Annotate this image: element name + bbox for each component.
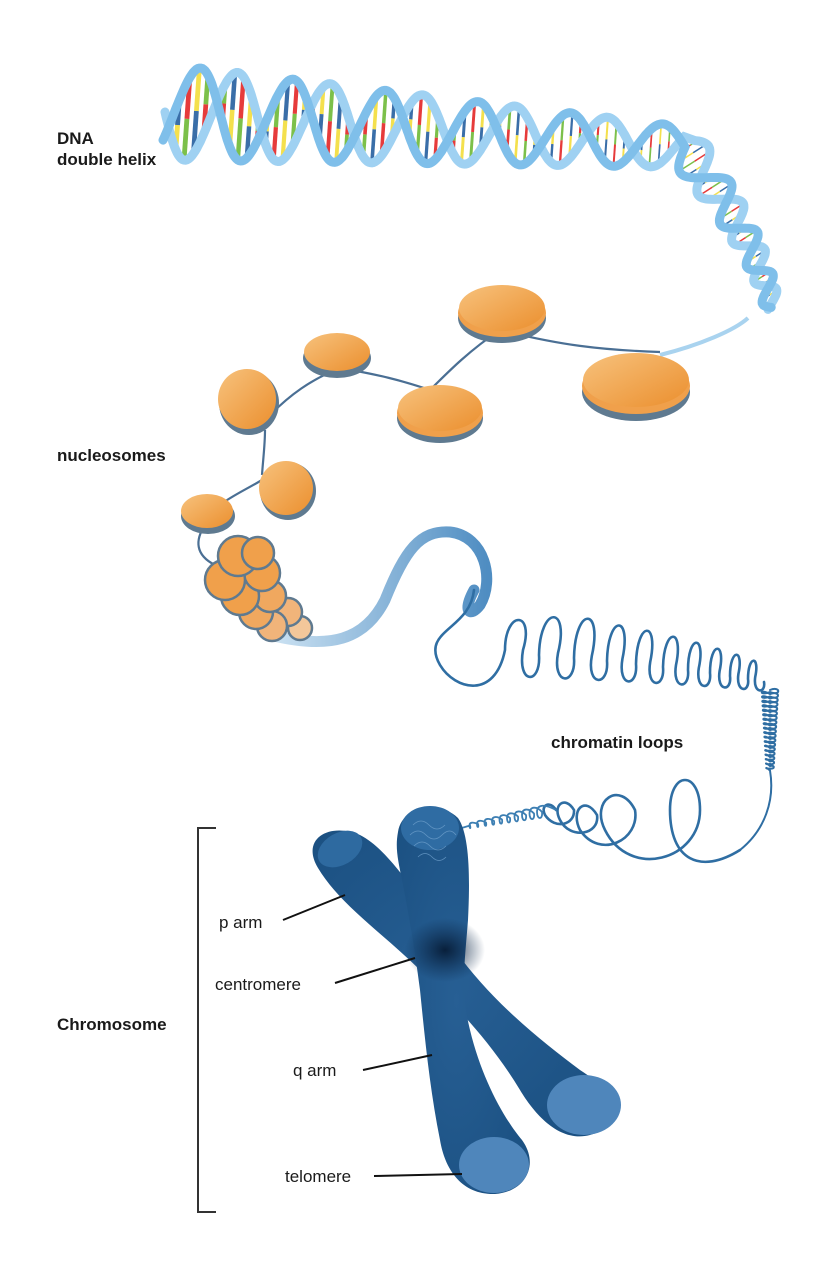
chromatin-texture <box>409 820 457 861</box>
chromatin-fiber-ribbon <box>264 526 493 647</box>
p-arm-top-cap <box>317 830 363 868</box>
base-pair-segment <box>381 90 388 124</box>
chromatid-left <box>396 807 530 1195</box>
telomere-cap <box>459 1137 529 1193</box>
centromere-leader <box>334 957 416 984</box>
telomere-cap-right <box>547 1075 621 1135</box>
telomere-label: telomere <box>285 1167 351 1186</box>
nucleosome <box>458 285 546 343</box>
centromere-label: centromere <box>215 975 301 994</box>
dna-double-helix <box>158 63 782 314</box>
base-pair-segment <box>370 129 377 163</box>
nucleosome <box>397 385 483 443</box>
chromosome-bracket <box>197 827 216 1213</box>
q-arm-label: q arm <box>293 1061 336 1080</box>
leader-lines <box>282 894 463 1177</box>
base-pair-segment <box>417 94 424 126</box>
chromatin-loops-line <box>434 588 766 692</box>
nucleosome <box>303 333 371 378</box>
p-arm-leader <box>282 894 346 921</box>
nucleosome <box>181 494 235 534</box>
p-arm-label: p arm <box>219 913 262 932</box>
chromatin-loops-label: chromatin loops <box>551 733 683 752</box>
base-pair-segment <box>423 131 430 164</box>
chromatin-coil <box>739 688 780 851</box>
nucleosome-cluster <box>203 534 314 643</box>
base-pair-segment <box>235 118 243 161</box>
nucleosome <box>218 369 279 435</box>
centromere-constriction <box>405 918 485 982</box>
chromatin-tight-coil <box>454 804 557 831</box>
q-arm-leader <box>362 1054 433 1071</box>
dna-tail <box>659 316 750 357</box>
nucleosomes-group <box>181 285 690 534</box>
nucleosome <box>259 461 316 520</box>
base-pair-segment <box>328 84 335 122</box>
chromosome-label: Chromosome <box>57 1015 167 1034</box>
helix-strand-a <box>160 68 782 314</box>
top-cap-right <box>401 806 459 850</box>
base-pair-segment <box>194 67 202 112</box>
telomere-leader <box>373 1173 463 1177</box>
nucleosome <box>582 353 690 421</box>
base-pair-segment <box>230 72 238 111</box>
nucleosomes-label: nucleosomes <box>57 446 166 465</box>
base-pair-segment <box>334 128 341 163</box>
dna-label-line2: double helix <box>57 150 157 169</box>
chromosome-figure <box>312 806 621 1195</box>
helix-strand-b <box>158 63 778 312</box>
dna-label-line1: DNA <box>57 129 94 148</box>
base-pair-segment <box>181 118 190 161</box>
chromatin-lower-loops <box>542 778 742 864</box>
